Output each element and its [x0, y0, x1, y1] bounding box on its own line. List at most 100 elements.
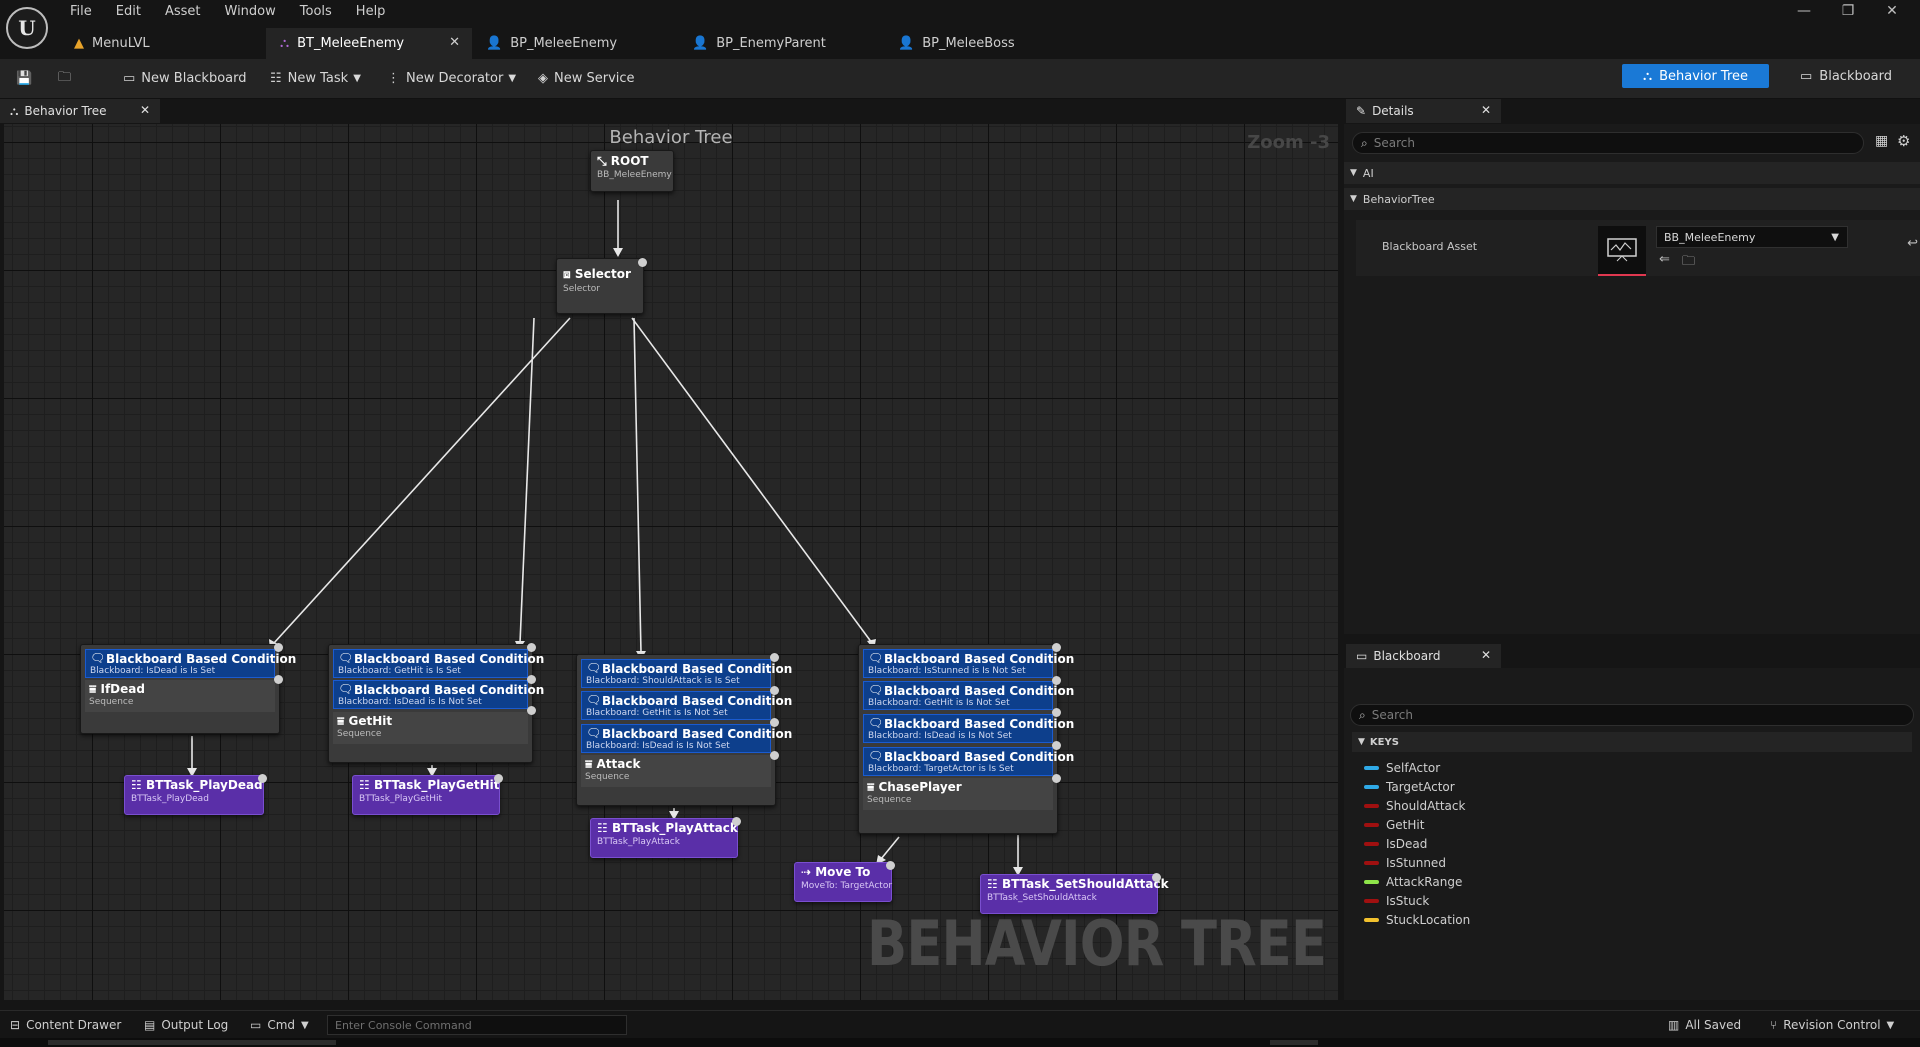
- behavior-tree-mode-button[interactable]: ⛬ Behavior Tree: [1622, 64, 1769, 88]
- chaseplayer-sequence-node[interactable]: 🗨 Blackboard Based Condition Blackboard:…: [858, 643, 1074, 834]
- output-pin[interactable]: [1152, 873, 1161, 882]
- selector-node[interactable]: ⧈ Selector Selector: [556, 258, 647, 314]
- close-icon[interactable]: ✕: [139, 103, 150, 117]
- output-pin[interactable]: [1052, 676, 1061, 685]
- reset-arrow-icon[interactable]: ↩: [1907, 236, 1918, 251]
- output-pin[interactable]: [638, 258, 647, 267]
- blackboard-key[interactable]: GetHit: [1364, 815, 1470, 834]
- keys-header[interactable]: ▼ KEYS: [1352, 732, 1912, 752]
- decorator-blackboard-condition[interactable]: 🗨 Blackboard Based Condition Blackboard:…: [863, 649, 1074, 678]
- decorator-blackboard-condition[interactable]: 🗨 Blackboard Based Condition Blackboard:…: [581, 724, 792, 753]
- blackboard-key[interactable]: IsDead: [1364, 834, 1470, 853]
- new-decorator-button[interactable]: ⋮ New Decorator ▼: [387, 59, 516, 98]
- table-view-icon[interactable]: ▦: [1875, 133, 1889, 149]
- task-moveto-node[interactable]: ⇢ Move To MoveTo: TargetActor: [794, 861, 895, 902]
- output-pin[interactable]: [274, 675, 283, 684]
- details-search-input[interactable]: ⌕ Search: [1352, 132, 1864, 154]
- output-pin[interactable]: [1052, 708, 1061, 717]
- menu-edit[interactable]: Edit: [115, 4, 141, 19]
- menu-help[interactable]: Help: [355, 4, 386, 19]
- output-pin[interactable]: [527, 643, 536, 652]
- minimize-button[interactable]: —: [1797, 3, 1811, 19]
- unreal-logo-icon[interactable]: U: [6, 7, 48, 49]
- save-icon[interactable]: 💾: [16, 71, 33, 86]
- blackboard-mode-button[interactable]: ▭ Blackboard: [1800, 64, 1892, 88]
- output-pin[interactable]: [732, 817, 741, 826]
- blackboard-key[interactable]: IsStuck: [1364, 891, 1470, 910]
- doc-tab-bp-enemyparent[interactable]: 👤BP_EnemyParent: [678, 28, 884, 59]
- decorator-blackboard-condition[interactable]: 🗨 Blackboard Based Condition Blackboard:…: [333, 680, 544, 709]
- attack-sequence-node[interactable]: 🗨 Blackboard Based Condition Blackboard:…: [576, 653, 792, 806]
- browse-asset-icon[interactable]: 🗀: [58, 69, 72, 85]
- output-pin[interactable]: [1052, 643, 1061, 652]
- blackboard-search-input[interactable]: ⌕ Search: [1350, 704, 1914, 726]
- decorator-blackboard-condition[interactable]: 🗨 Blackboard Based Condition Blackboard:…: [581, 691, 792, 720]
- decorator-blackboard-condition[interactable]: 🗨 Blackboard Based Condition Blackboard:…: [863, 681, 1074, 710]
- menu-tools[interactable]: Tools: [299, 4, 332, 19]
- revision-control-button[interactable]: ⑂ Revision Control ▼: [1770, 1011, 1894, 1039]
- task-playgethit-node[interactable]: ☷ BTTask_PlayGetHit BTTask_PlayGetHit: [352, 774, 503, 815]
- blackboard-panel-tab[interactable]: ▭ Blackboard ✕: [1346, 644, 1501, 668]
- output-pin[interactable]: [1052, 774, 1061, 783]
- blueprint-icon: 👤: [898, 36, 915, 51]
- output-pin[interactable]: [494, 774, 503, 783]
- blackboard-key[interactable]: TargetActor: [1364, 777, 1470, 796]
- menu-window[interactable]: Window: [224, 4, 276, 19]
- task-playdead-node[interactable]: ☷ BTTask_PlayDead BTTask_PlayDead: [124, 774, 267, 815]
- blackboard-key[interactable]: ShouldAttack: [1364, 796, 1470, 815]
- output-pin[interactable]: [1052, 741, 1061, 750]
- details-panel-tab[interactable]: ✎ Details ✕: [1346, 99, 1501, 123]
- task-setshouldattack-node[interactable]: ☷ BTTask_SetShouldAttack BTTask_SetShoul…: [980, 873, 1169, 914]
- decorator-blackboard-condition[interactable]: 🗨 Blackboard Based Condition Blackboard:…: [863, 714, 1074, 743]
- close-icon[interactable]: ✕: [449, 35, 460, 50]
- close-icon[interactable]: ✕: [1480, 103, 1491, 117]
- output-pin[interactable]: [527, 675, 536, 684]
- ifdead-sequence-node[interactable]: 🗨 Blackboard Based Condition Blackboard:…: [80, 643, 296, 734]
- doc-tab-bp-meleeboss[interactable]: 👤BP_MeleeBoss: [884, 28, 1090, 59]
- gear-icon[interactable]: ⚙: [1897, 132, 1911, 150]
- task-playattack-node[interactable]: ☷ BTTask_PlayAttack BTTask_PlayAttack: [590, 817, 741, 858]
- root-node[interactable]: ⤡ ROOT BB_MeleeEnemy: [590, 150, 674, 192]
- menu-asset[interactable]: Asset: [164, 4, 201, 19]
- doc-tab-menulvl[interactable]: ▲MenuLVL: [60, 28, 266, 59]
- close-icon[interactable]: ✕: [1480, 648, 1491, 662]
- output-pin[interactable]: [770, 686, 779, 695]
- decorator-blackboard-condition[interactable]: 🗨 Blackboard Based Condition Blackboard:…: [333, 649, 544, 678]
- blackboard-key[interactable]: StuckLocation: [1364, 910, 1470, 929]
- close-window-button[interactable]: ✕: [1886, 3, 1898, 19]
- behavior-tree-graph[interactable]: Behavior Tree Zoom -3 BEHAVIOR TREE ⤡ RO…: [4, 124, 1338, 1000]
- behavior-tree-panel-tab[interactable]: ⛬ Behavior Tree ✕: [0, 99, 160, 123]
- decorator-blackboard-condition[interactable]: 🗨 Blackboard Based Condition Blackboard:…: [863, 747, 1074, 776]
- restore-button[interactable]: ❐: [1841, 3, 1855, 19]
- decorator-blackboard-condition[interactable]: 🗨 Blackboard Based Condition Blackboard:…: [581, 659, 792, 688]
- output-pin[interactable]: [886, 861, 895, 870]
- output-pin[interactable]: [274, 643, 283, 652]
- gethit-sequence-node[interactable]: 🗨 Blackboard Based Condition Blackboard:…: [328, 643, 544, 763]
- output-pin[interactable]: [770, 653, 779, 662]
- new-task-button[interactable]: ☷ New Task ▼: [270, 59, 361, 98]
- blackboard-key[interactable]: AttackRange: [1364, 872, 1470, 891]
- blackboard-key[interactable]: IsStunned: [1364, 853, 1470, 872]
- content-drawer-button[interactable]: ⊟ Content Drawer: [10, 1011, 121, 1039]
- category-behaviortree[interactable]: ▼ BehaviorTree: [1344, 188, 1920, 210]
- decorator-blackboard-condition[interactable]: 🗨 Blackboard Based Condition Blackboard:…: [85, 649, 296, 678]
- doc-tab-bt-meleeenemy[interactable]: ⛬BT_MeleeEnemy✕: [266, 28, 472, 59]
- blackboard-asset-thumbnail[interactable]: [1598, 226, 1646, 276]
- output-pin[interactable]: [258, 774, 267, 783]
- output-pin[interactable]: [770, 751, 779, 760]
- cmd-dropdown[interactable]: ▭ Cmd ▼: [250, 1011, 309, 1039]
- blackboard-asset-combo[interactable]: BB_MeleeEnemy ▼: [1656, 226, 1848, 248]
- output-log-button[interactable]: ▤ Output Log: [144, 1011, 228, 1039]
- console-input[interactable]: Enter Console Command: [327, 1015, 627, 1035]
- all-saved-button[interactable]: ▥ All Saved: [1668, 1011, 1741, 1039]
- new-service-button[interactable]: ◈ New Service: [538, 59, 635, 98]
- use-selected-icon[interactable]: ⇐: [1659, 252, 1670, 267]
- output-pin[interactable]: [770, 718, 779, 727]
- browse-folder-icon[interactable]: 🗀: [1682, 254, 1696, 269]
- category-ai[interactable]: ▼ AI: [1344, 162, 1920, 184]
- doc-tab-bp-meleeenemy[interactable]: 👤BP_MeleeEnemy: [472, 28, 678, 59]
- output-pin[interactable]: [527, 706, 536, 715]
- blackboard-key[interactable]: SelfActor: [1364, 758, 1470, 777]
- new-blackboard-button[interactable]: ▭ New Blackboard: [123, 59, 247, 98]
- menu-file[interactable]: File: [70, 4, 92, 19]
